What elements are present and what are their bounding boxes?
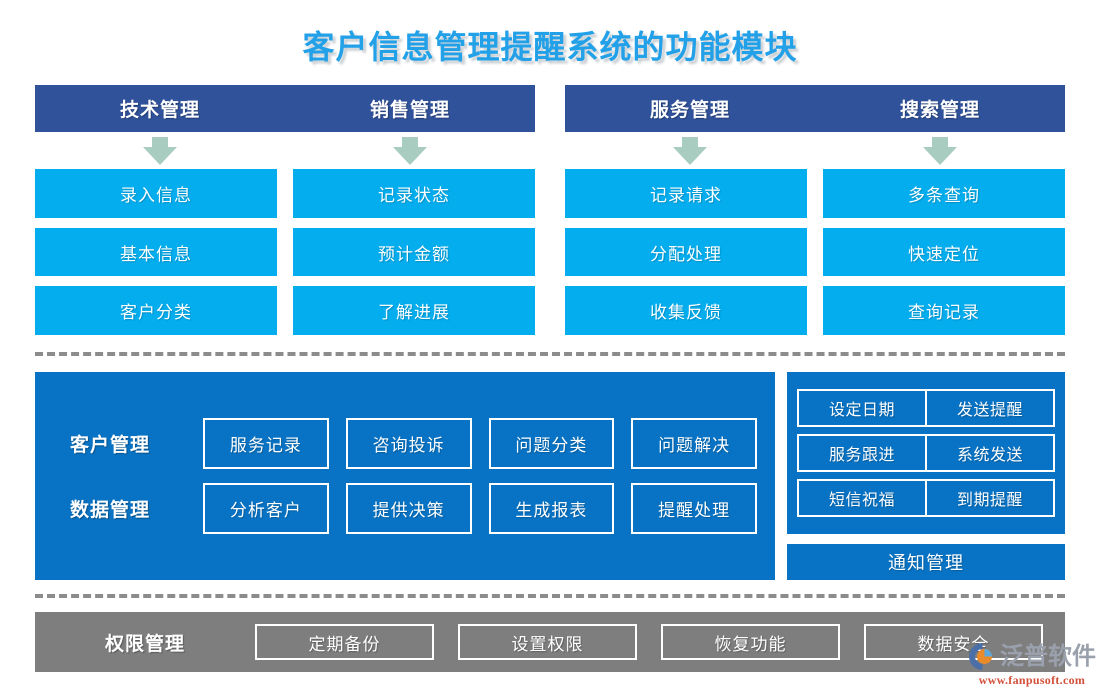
label-permission-management: 权限管理	[104, 633, 185, 655]
mid-cell[interactable]: 服务记录	[203, 418, 329, 469]
bottom-cell[interactable]: 设置权限	[458, 624, 637, 660]
header-bar-left: 技术管理 销售管理	[35, 85, 535, 132]
column-service-management: 记录请求 分配处理 收集反馈	[565, 169, 807, 336]
mid-cell[interactable]: 提醒处理	[631, 483, 757, 534]
page-title: 客户信息管理提醒系统的功能模块	[302, 29, 798, 65]
arrow-slot	[35, 136, 285, 165]
cyan-box[interactable]: 查询记录	[823, 286, 1065, 336]
cells-customer-management: 服务记录 咨询投诉 问题分类 问题解决	[203, 418, 757, 469]
bottom-cell[interactable]: 定期备份	[255, 624, 434, 660]
header-tech-management[interactable]: 技术管理	[119, 100, 200, 121]
top-modules-region: 技术管理 销售管理 录入信息 基本信息 客户分类 记录状态 预计金额 了解进展	[35, 85, 1065, 336]
notification-row: 服务跟进 系统发送	[797, 434, 1055, 472]
mid-cell[interactable]: 问题分类	[488, 418, 615, 469]
divider-top	[35, 352, 1065, 356]
cyan-box[interactable]: 记录状态	[293, 169, 535, 218]
cyan-box[interactable]: 多条查询	[823, 169, 1065, 218]
notif-cell[interactable]: 发送提醒	[927, 389, 1055, 427]
notification-row: 短信祝福 到期提醒	[797, 479, 1055, 517]
fanpu-logo-icon	[968, 642, 997, 671]
notif-cell[interactable]: 系统发送	[927, 434, 1055, 472]
column-sales-management: 记录状态 预计金额 了解进展	[293, 169, 535, 336]
cyan-box[interactable]: 预计金额	[293, 227, 535, 277]
module-group-right: 服务管理 搜索管理 记录请求 分配处理 收集反馈 多条查询 快速定位 查询记录	[565, 85, 1065, 336]
cyan-box[interactable]: 了解进展	[293, 286, 535, 336]
row-data-management: 数据管理 分析客户 提供决策 生成报表 提醒处理	[35, 483, 757, 534]
header-bar-right: 服务管理 搜索管理	[565, 85, 1065, 132]
logo-row: 泛普软件	[968, 640, 1096, 672]
customer-data-panel: 客户管理 服务记录 咨询投诉 问题分类 问题解决 数据管理 分析客户 提供决策 …	[35, 372, 775, 580]
permission-cells: 定期备份 设置权限 恢复功能 数据安全	[255, 624, 1043, 660]
label-notification-management: 通知管理	[787, 544, 1065, 580]
arrow-slot	[815, 136, 1065, 165]
cells-data-management: 分析客户 提供决策 生成报表 提醒处理	[203, 483, 757, 534]
cyan-grid-left: 录入信息 基本信息 客户分类 记录状态 预计金额 了解进展	[35, 169, 535, 336]
mid-cell[interactable]: 咨询投诉	[345, 418, 472, 469]
column-search-management: 多条查询 快速定位 查询记录	[823, 169, 1065, 336]
bottom-cell[interactable]: 恢复功能	[661, 624, 840, 660]
notif-cell[interactable]: 设定日期	[797, 389, 927, 427]
notif-cell[interactable]: 短信祝福	[797, 479, 927, 517]
cyan-box[interactable]: 分配处理	[565, 227, 807, 277]
mid-cell[interactable]: 生成报表	[488, 483, 615, 534]
cyan-grid-right: 记录请求 分配处理 收集反馈 多条查询 快速定位 查询记录	[565, 169, 1065, 336]
bottom-cell[interactable]: 数据安全	[864, 624, 1043, 660]
divider-bottom	[35, 594, 1065, 598]
module-group-left: 技术管理 销售管理 录入信息 基本信息 客户分类 记录状态 预计金额 了解进展	[35, 85, 535, 336]
header-search-management[interactable]: 搜索管理	[899, 100, 980, 121]
arrow-slot	[565, 136, 815, 165]
row-customer-management: 客户管理 服务记录 咨询投诉 问题分类 问题解决	[35, 418, 757, 469]
cyan-box[interactable]: 录入信息	[35, 169, 277, 218]
notif-cell[interactable]: 到期提醒	[927, 479, 1055, 517]
middle-rows: 客户管理 服务记录 咨询投诉 问题分类 问题解决 数据管理 分析客户 提供决策 …	[35, 418, 757, 534]
cyan-box[interactable]: 记录请求	[565, 169, 807, 218]
arrow-slot	[285, 136, 535, 165]
notification-grid-wrapper: 设定日期 发送提醒 服务跟进 系统发送 短信祝福 到期提醒	[787, 372, 1065, 534]
mid-cell[interactable]: 提供决策	[345, 483, 472, 534]
cyan-box[interactable]: 收集反馈	[565, 286, 807, 336]
header-sales-management[interactable]: 销售管理	[369, 100, 450, 121]
header-service-management[interactable]: 服务管理	[649, 100, 730, 121]
label-data-management: 数据管理	[69, 500, 150, 521]
middle-region: 客户管理 服务记录 咨询投诉 问题分类 问题解决 数据管理 分析客户 提供决策 …	[35, 372, 1065, 580]
arrow-down-icon	[673, 136, 707, 165]
notif-cell[interactable]: 服务跟进	[797, 434, 927, 472]
mid-cell[interactable]: 分析客户	[203, 483, 329, 534]
arrow-row-right	[565, 132, 1065, 169]
logo-name: 泛普软件	[1000, 642, 1096, 670]
arrow-down-icon	[143, 136, 177, 165]
arrow-row-left	[35, 132, 535, 169]
mid-cell[interactable]: 问题解决	[631, 418, 757, 469]
watermark-logo: 泛普软件 www.fanpusoft.com	[968, 640, 1096, 692]
notification-grid: 设定日期 发送提醒 服务跟进 系统发送 短信祝福 到期提醒	[797, 389, 1055, 517]
notification-panel: 设定日期 发送提醒 服务跟进 系统发送 短信祝福 到期提醒 通知管理	[787, 372, 1065, 580]
arrow-down-icon	[393, 136, 427, 165]
cyan-box[interactable]: 客户分类	[35, 286, 277, 336]
permission-management-bar: 权限管理 定期备份 设置权限 恢复功能 数据安全	[35, 612, 1065, 672]
label-customer-management: 客户管理	[69, 435, 150, 456]
column-tech-management: 录入信息 基本信息 客户分类	[35, 169, 277, 336]
arrow-down-icon	[923, 136, 957, 165]
cyan-box[interactable]: 基本信息	[35, 227, 277, 277]
logo-url: www.fanpusoft.com	[978, 673, 1086, 687]
cyan-box[interactable]: 快速定位	[823, 227, 1065, 277]
notification-row: 设定日期 发送提醒	[797, 389, 1055, 427]
